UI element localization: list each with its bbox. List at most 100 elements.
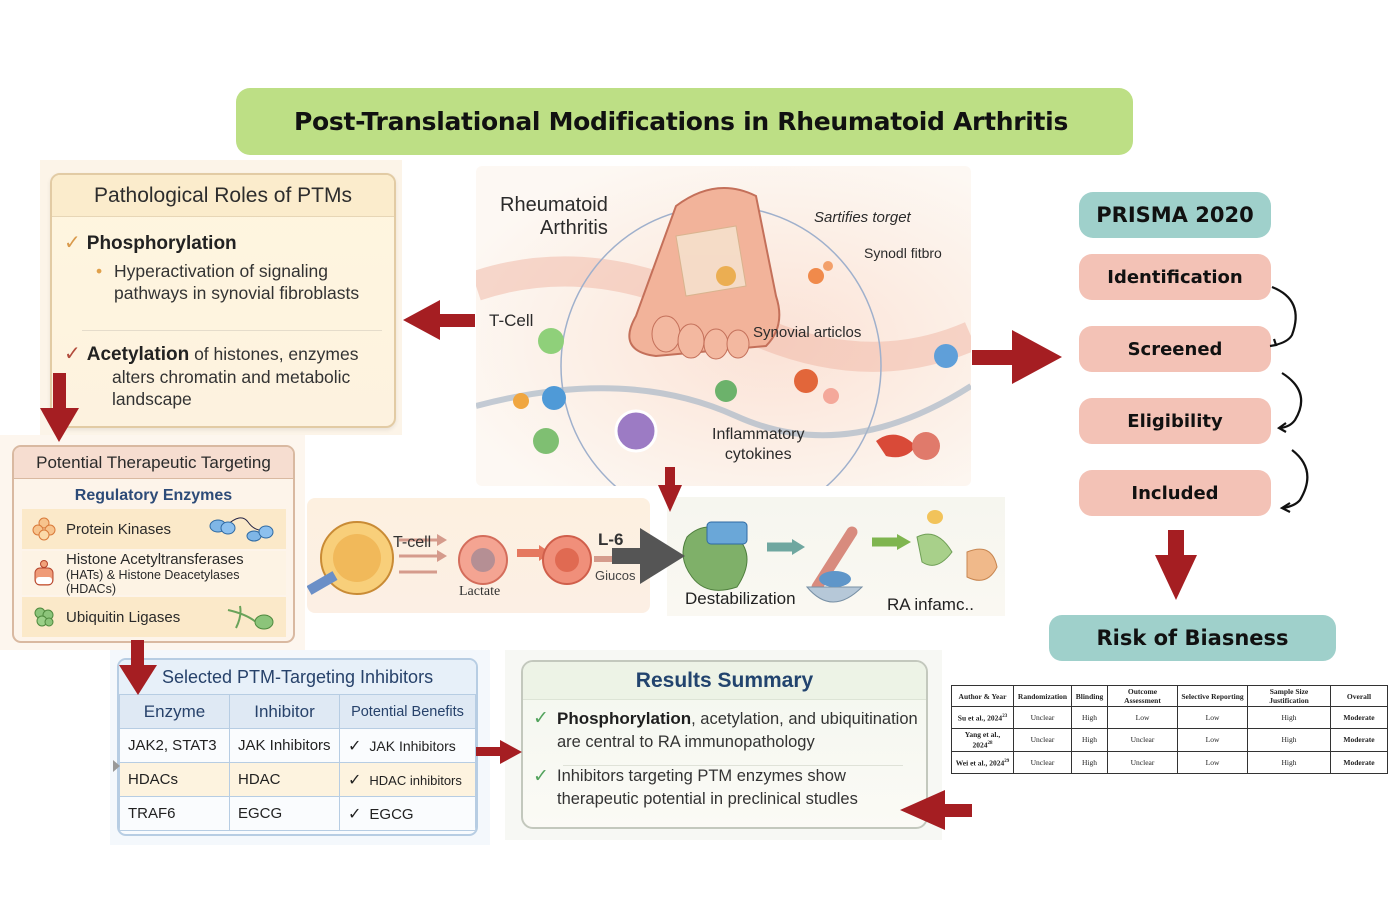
prisma-step-screened: Screened [1079,326,1271,372]
inflammatory-label-line1: Inflammatory [712,426,805,443]
bias-cell: High [1071,728,1108,752]
table-row: TRAF6 EGCG ✓EGCG [119,796,476,831]
table-row: Su et al., 202423 Unclear High Low Low H… [951,706,1388,729]
divider [563,765,903,766]
enzyme-row-ubiquitin-ligases: Ubiquitin Ligases [22,597,286,637]
enzyme-row-protein-kinases: Protein Kinases [22,509,286,549]
result-text: Inhibitors targeting PTM enzymes show th… [557,767,858,808]
title-banner: Post-Translational Modifications in Rheu… [236,88,1133,155]
acetylation-text: of histones, enzymes [194,344,359,364]
check-icon: ✓ [533,766,549,787]
bias-cell: High [1071,750,1108,774]
column-header: Overall [1330,685,1388,707]
inhibitors-panel: Selected PTM-Targeting Inhibitors Enzyme… [117,658,478,836]
author-cell: Yang et al., 202428 [951,728,1014,752]
cell-pathway-illustration [307,521,614,595]
reference-number: 29 [1004,758,1010,764]
result-text: , acetylation, and ubiquitination are ce… [557,710,918,751]
result-item: ✓ Phosphorylation, acetylation, and ubiq… [533,707,925,754]
pathological-roles-panel: Pathological Roles of PTMs ✓Phosphorylat… [50,173,396,428]
inhibitors-table: Enzyme Inhibitor Potential Benefits JAK2… [119,694,476,831]
phosphorylation-bullet: • Hyperactivation of signaling pathways … [92,260,372,304]
regulatory-enzymes-heading: Regulatory Enzymes [74,487,233,504]
author-text: Su et al., 2024 [957,713,1003,723]
acetylation-description: alters chromatin and metabolic landscape [112,367,351,409]
kinase-molecule-icon [209,517,274,542]
check-icon: ✓ [348,771,362,789]
t-cell-label: T-Cell [489,311,534,330]
bias-header-row: Author & Year Randomization Blinding Out… [951,685,1388,707]
arrow-down-icon [1155,530,1197,600]
therapeutic-targeting-panel: Potential Therapeutic Targeting Regulato… [12,445,295,643]
benefit-cell: ✓ EGCG [339,796,476,831]
inhibitor-cell: EGCG [229,796,340,831]
phosphorylation-description: Hyperactivation of signaling pathways in… [114,261,360,303]
prisma-step-eligibility: Eligibility [1079,398,1271,444]
bias-cell: Unclear [1013,706,1072,729]
author-cell: Wei et al., 202429 [951,750,1014,774]
column-header: Potential Benefits [339,694,476,729]
curved-arrow-icon [1271,285,1297,347]
prisma-title-badge: PRISMA 2020 [1079,192,1271,238]
curved-arrow-icon [1282,449,1309,510]
therapeutic-targeting-heading: Potential Therapeutic Targeting [14,447,293,479]
bias-cell: Low [1177,728,1248,752]
reference-number: 23 [1002,714,1008,720]
destabilization-pathway-strip: Destabilization RA infamc.. [667,497,1005,616]
benefit-text: EGCG [369,805,414,823]
histone-enzyme-icon [34,560,54,586]
column-header: Randomization [1013,685,1072,707]
enzyme-cell: HDACs [119,762,230,797]
ligase-molecule-icon [227,605,274,630]
ra-label-line2: Arthritis [540,217,608,239]
bias-cell: High [1247,750,1331,774]
curved-arrow-icon [1279,372,1303,430]
enzyme-label: Histone Acetyltransferases [66,550,244,568]
ubiquitin-ligase-icon [34,607,54,627]
check-icon: ✓ [64,343,81,365]
benefit-cell: ✓ JAK Inhibitors [339,728,476,763]
result-bold-text: Phosphorylation [557,709,692,728]
column-header: Blinding [1071,685,1108,707]
author-text: Yang et al., 2024 [964,730,1001,750]
lactate-label: Lactate [459,584,501,599]
column-header: Enzyme [119,694,230,729]
t-cell-pathway-label: T-cell [393,534,432,551]
check-icon: ✓ [533,708,549,729]
overall-cell: Moderate [1330,706,1388,729]
overall-cell: Moderate [1330,750,1388,774]
metabolic-pathway-strip: T-cell Lactate L-6 Giucos [307,498,650,613]
check-icon: ✓ [348,737,362,755]
check-icon: ✓ [64,232,81,254]
enzyme-label: Protein Kinases [66,520,172,538]
bias-cell: Unclear [1107,728,1178,752]
diagram-title: Post-Translational Modifications in Rheu… [294,107,1069,136]
inflammatory-label-line2: cytokines [724,446,792,463]
enzyme-label: Ubiquitin Ligases [66,608,181,626]
il6-label: L-6 [598,530,624,549]
table-row: Wei et al., 202429 Unclear High Unclear … [951,750,1388,774]
inhibitor-cell: HDAC [229,762,340,797]
reference-number: 28 [987,741,993,746]
benefit-text: JAK Inhibitors [369,737,456,754]
expand-arrow-icon [113,760,120,772]
results-summary-panel: Results Summary ✓ Phosphorylation, acety… [521,660,928,829]
bias-cell: Unclear [1013,750,1072,774]
author-text: Wei et al., 2024 [955,758,1005,768]
ra-label: Rheumatoid Arthritis [500,194,608,240]
benefit-cell: ✓ HDAC inhibitors [339,762,476,797]
risk-of-bias-badge: Risk of Biasness [1049,615,1336,661]
enzyme-cell: JAK2, STAT3 [119,728,230,763]
bias-cell: Low [1177,750,1248,774]
rheumatoid-arthritis-illustration: Rheumatoid Arthritis Sartifies torget Sy… [476,166,971,486]
bias-cell: Unclear [1013,728,1072,752]
prisma-step-identification: Identification [1079,254,1271,300]
prisma-curved-arrows [1269,285,1309,513]
check-icon: ✓ [348,805,362,823]
benefit-text: HDAC inhibitors [369,772,462,788]
pathological-roles-heading: Pathological Roles of PTMs [52,175,394,217]
prisma-step-included: Included [1079,470,1271,516]
synovial-label: Synovial articlos [753,324,862,341]
bias-cell: Unclear [1107,750,1178,774]
risk-of-bias-table: Author & Year Randomization Blinding Out… [951,685,1388,774]
